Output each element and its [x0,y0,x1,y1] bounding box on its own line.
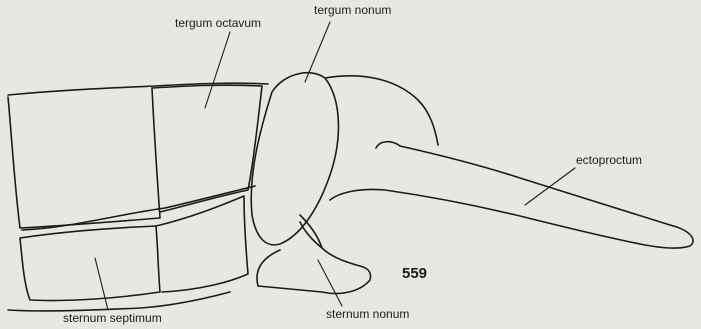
ectoproctum-body [325,76,438,145]
leader-sternum-nonum [318,260,342,306]
tergum-octavum-inner-fold [22,186,255,230]
sternum-nonum-plate [257,215,371,294]
body-lower-edge [8,292,230,311]
sternum-octavum-plate [156,196,248,292]
leader-tergum-nonum [305,22,330,82]
leader-tergum-octavum [205,32,230,108]
sternum-septimum-plate [20,226,160,301]
leader-sternum-septimum [95,258,108,310]
leader-ectoproctum [525,168,575,205]
tergum-septimum-plate [8,88,160,228]
label-ectoproctum: ectoproctum [576,153,642,167]
tergum-octavum-plate [152,85,262,212]
ectoproctum-lower-edge [330,189,640,244]
ectoproctum-upper-edge [376,142,693,248]
label-sternum-septimum: sternum septimum [63,311,162,325]
figure-number: 559 [402,265,427,282]
label-sternum-nonum: sternum nonum [326,307,409,321]
label-tergum-nonum: tergum nonum [314,3,391,17]
tergum-nonum-plate [251,73,338,245]
label-tergum-octavum: tergum octavum [175,16,261,30]
